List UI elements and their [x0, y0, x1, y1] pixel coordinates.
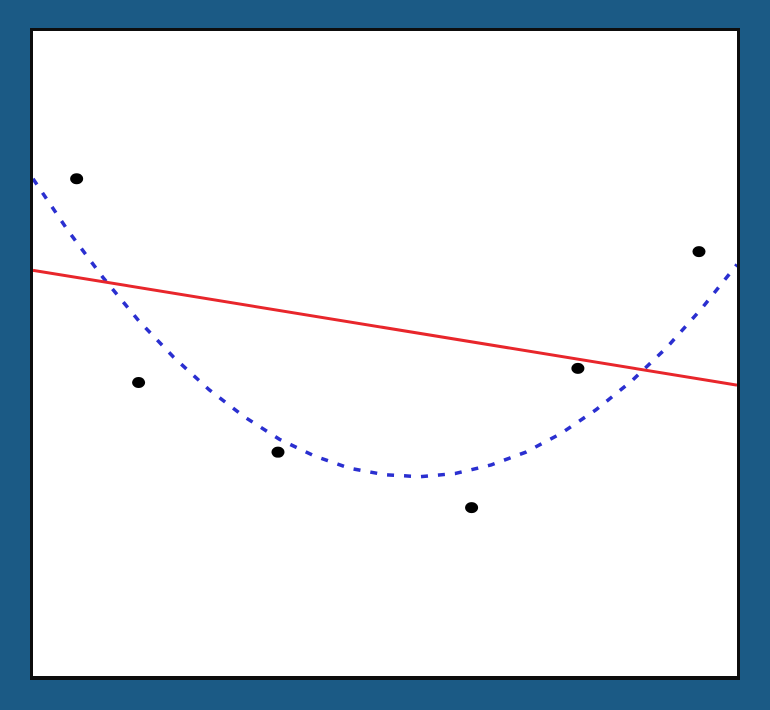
chart-frame [30, 28, 740, 680]
scatter-chart [33, 173, 737, 514]
quadratic-fit-curve [33, 177, 737, 479]
data-point [70, 173, 84, 185]
data-point [271, 446, 285, 458]
linear-fit-line [33, 268, 737, 387]
data-point [571, 362, 585, 374]
plot-area [33, 31, 737, 676]
data-point [132, 377, 146, 389]
data-point [692, 246, 706, 258]
data-point [465, 502, 479, 514]
